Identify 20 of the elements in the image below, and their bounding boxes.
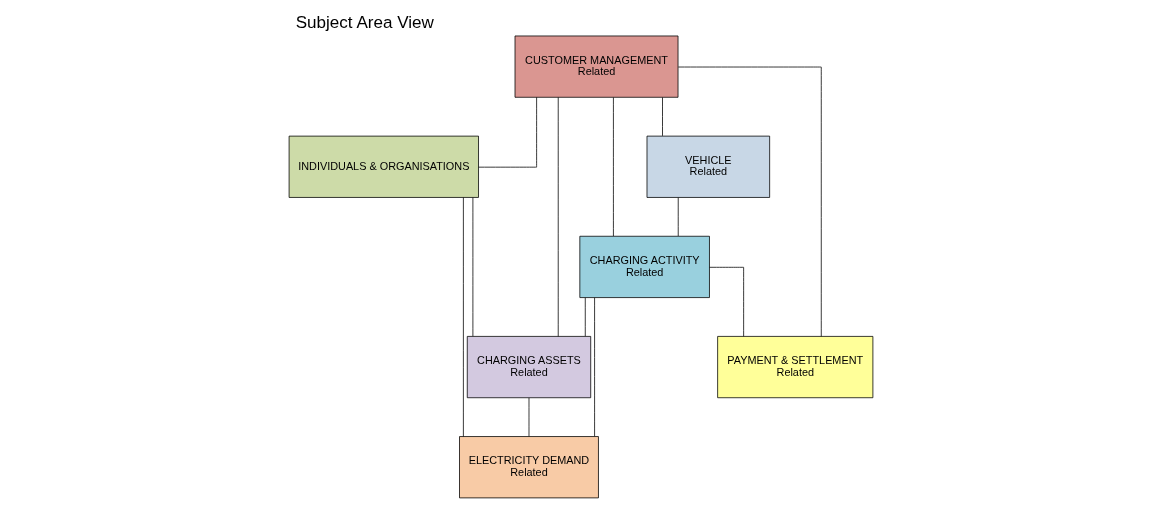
node-box: ELECTRICITY DEMAND Related xyxy=(459,436,599,499)
node-box: INDIVIDUALS & ORGANISATIONS xyxy=(288,135,479,198)
connector xyxy=(613,97,614,237)
node-box: PAYMENT & SETTLEMENT Related xyxy=(717,336,874,399)
node-box: CUSTOMER MANAGEMENT Related xyxy=(514,35,679,98)
diagram-title: Subject Area View xyxy=(295,12,434,32)
connector xyxy=(709,266,745,337)
connector xyxy=(463,197,464,437)
node-box: CHARGING ACTIVITY Related xyxy=(579,235,710,298)
connector xyxy=(584,297,586,337)
connector xyxy=(594,297,595,437)
connector xyxy=(472,197,474,337)
connector xyxy=(662,97,663,137)
connector xyxy=(557,97,559,337)
connector xyxy=(478,96,537,168)
connector xyxy=(677,66,822,337)
connector xyxy=(677,197,679,237)
node-box: VEHICLE Related xyxy=(646,135,771,198)
node-box: CHARGING ASSETS Related xyxy=(466,336,592,399)
connector xyxy=(528,397,530,437)
